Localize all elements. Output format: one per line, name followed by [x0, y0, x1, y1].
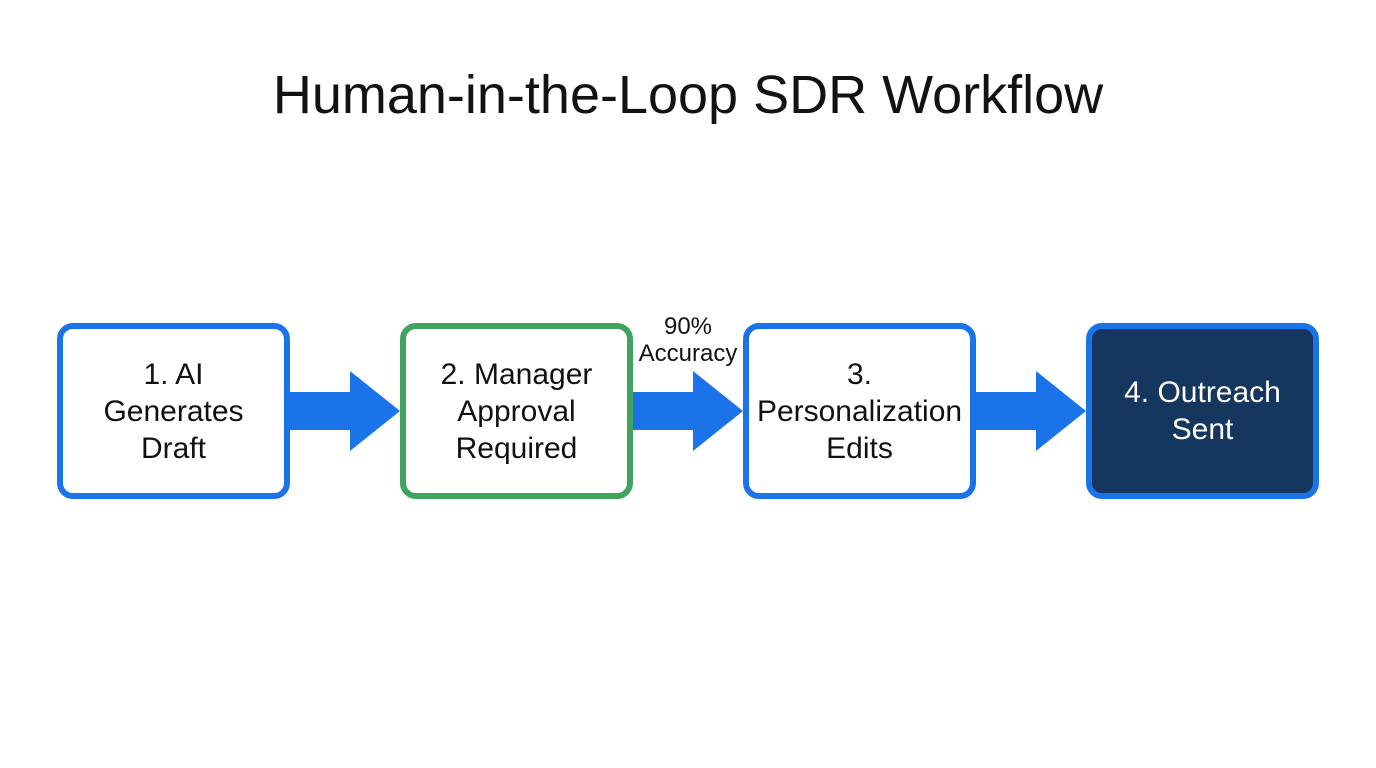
flow-arrow-1	[290, 322, 400, 500]
arrow-shaft	[290, 392, 352, 430]
step-box-ai-generates-draft: 1. AI Generates Draft	[57, 323, 290, 499]
flow-arrow-2: 90% Accuracy	[633, 313, 743, 500]
step-label: 4. Outreach Sent	[1124, 376, 1281, 446]
step-label: 1. AI Generates Draft	[103, 357, 244, 465]
flow-arrow-3	[976, 322, 1086, 500]
accuracy-annotation: 90% Accuracy	[638, 313, 738, 367]
arrow-shaft	[976, 392, 1038, 430]
step-box-personalization-edits: 3. Personalization Edits	[743, 323, 976, 499]
workflow-row: 1. AI Generates Draft 2. Manager Approva…	[57, 313, 1319, 500]
arrow-head-icon	[693, 371, 743, 451]
diagram-title: Human-in-the-Loop SDR Workflow	[272, 65, 1104, 125]
arrow-shaft	[633, 392, 695, 430]
step-box-outreach-sent: 4. Outreach Sent	[1086, 323, 1319, 499]
step-box-manager-approval: 2. Manager Approval Required	[400, 323, 633, 499]
arrow-head-icon	[350, 371, 400, 451]
arrow-head-icon	[1036, 371, 1086, 451]
step-label: 3. Personalization Edits	[756, 357, 963, 465]
step-label: 2. Manager Approval Required	[440, 357, 593, 465]
